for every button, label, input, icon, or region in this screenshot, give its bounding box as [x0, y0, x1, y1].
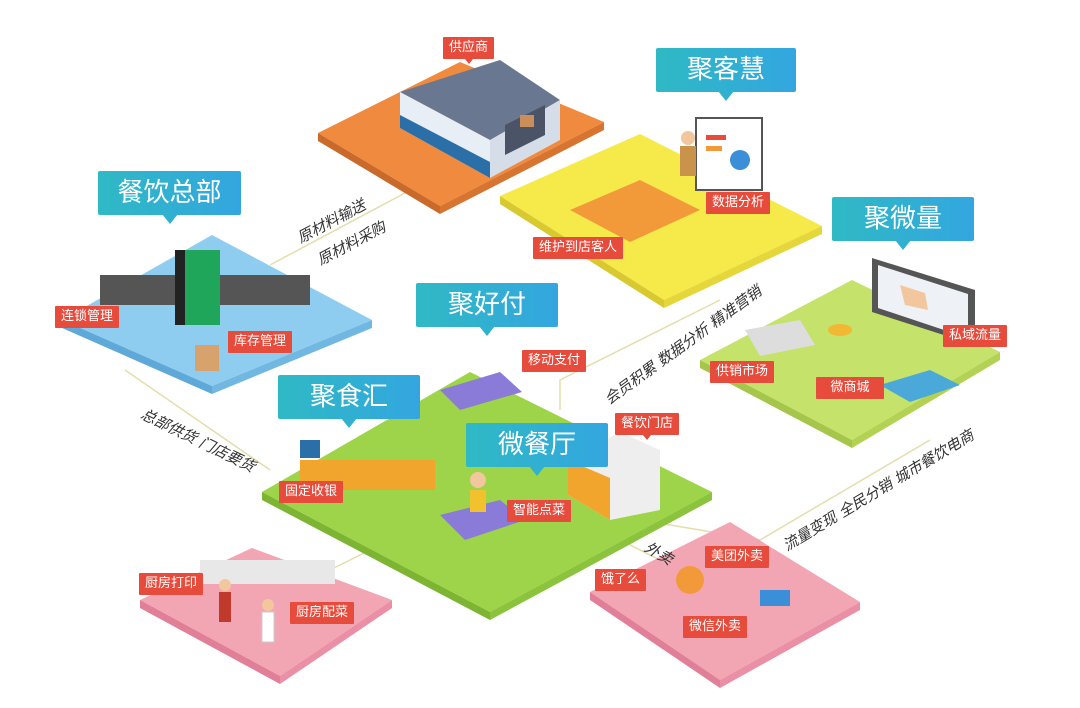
tag-data-analysis: 数据分析: [706, 192, 771, 214]
hub-micro-traffic: 聚微量: [832, 197, 974, 250]
tag-supplier: 供应商: [443, 37, 495, 64]
delivery-rider: [676, 566, 704, 594]
tag-kitchen-prep: 厨房配菜: [290, 602, 355, 624]
tag-meituan-delivery: 美团外卖: [705, 546, 770, 568]
connector-hq-center: [124, 369, 271, 471]
tag-private-traffic: 私域流量: [943, 325, 1008, 347]
supplier-platform: [318, 60, 604, 214]
tag-eleme: 饿了么: [595, 569, 647, 591]
connector-supplier-hq: [269, 184, 421, 266]
payment-table: [440, 372, 522, 410]
connector-center-micro: [639, 439, 931, 541]
tag-fixed-cashier: 固定收银: [279, 481, 344, 503]
tag-wechat-delivery: 微信外卖: [683, 616, 748, 638]
micro-traffic-platform: [700, 258, 1000, 448]
hub-micro-restaurant: 微餐厅: [466, 423, 608, 476]
tag-restaurant-store: 餐饮门店: [615, 413, 680, 440]
kitchen-platform: [140, 548, 392, 684]
kitchen-counter: [200, 560, 335, 584]
tag-mobile-payment: 移动支付: [522, 350, 587, 372]
takeout-platform: [590, 522, 860, 688]
tag-kitchen-print: 厨房打印: [139, 573, 204, 595]
hub-food: 聚食汇: [278, 375, 420, 428]
hub-payment: 聚好付: [416, 283, 558, 336]
tag-micro-mall: 微商城: [816, 377, 884, 399]
market-stall: [745, 320, 815, 356]
tag-smart-ordering: 智能点菜: [507, 500, 572, 522]
hub-customer-insight: 聚客慧: [656, 48, 796, 101]
tag-supply-market: 供销市场: [710, 361, 775, 383]
hub-headquarters: 餐饮总部: [98, 171, 241, 224]
tag-chain-management: 连锁管理: [55, 306, 120, 328]
presentation-board: [695, 117, 763, 191]
tag-inventory-management: 库存管理: [228, 331, 293, 353]
meeting-table: [570, 180, 700, 242]
phone: [880, 370, 960, 402]
headquarters-platform: [62, 235, 372, 394]
connector-center-insight: [559, 299, 721, 410]
tag-maintain-customers: 维护到店客人: [533, 237, 624, 259]
ordering-table: [440, 500, 525, 540]
